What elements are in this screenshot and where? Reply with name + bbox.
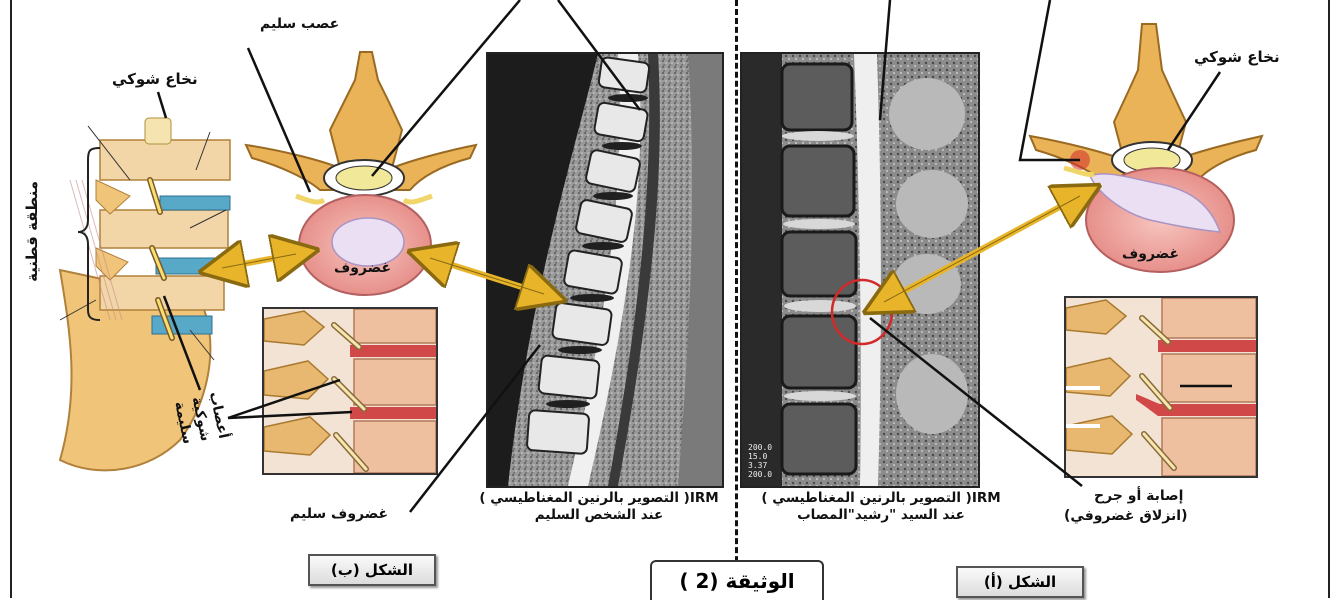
figure-a-label: الشكل (أ) bbox=[956, 566, 1084, 598]
svg-text:15.0: 15.0 bbox=[748, 452, 767, 461]
label-spinal-nerves: أعصاب شوكية سليمة bbox=[168, 383, 234, 455]
left-border bbox=[10, 0, 12, 598]
label-disc-left: غضروف bbox=[334, 260, 391, 276]
right-border bbox=[1328, 0, 1330, 598]
mri-healthy-image bbox=[486, 52, 724, 488]
svg-text:200.0: 200.0 bbox=[748, 470, 772, 479]
inset-injured-disc bbox=[1064, 296, 1258, 478]
caption-mri-healthy: IRM( التصوير بالرنين المغناطيسي ) عند ال… bbox=[456, 490, 742, 524]
label-healthy-nerve: عصب سليم bbox=[260, 16, 339, 32]
caption-mri-patient: IRM( التصوير بالرنين المغناطيسي ) عند ال… bbox=[738, 490, 1024, 524]
label-spinal-cord-left: نخاع شوكي bbox=[112, 70, 198, 88]
mri-patient-image: 200.0 15.0 3.37 200.0 bbox=[740, 52, 980, 488]
document-title: الوثيقة (2 ) bbox=[650, 560, 824, 600]
caption-mri-healthy-line1: IRM( التصوير بالرنين المغناطيسي ) bbox=[456, 490, 742, 507]
caption-mri-patient-line2: عند السيد "رشيد"المصاب bbox=[738, 507, 1024, 524]
label-injury: إصابة أو جرح bbox=[1094, 488, 1183, 504]
caption-mri-patient-line1: IRM( التصوير بالرنين المغناطيسي ) bbox=[738, 490, 1024, 507]
label-spinal-cord-right: نخاع شوكي bbox=[1194, 48, 1280, 66]
label-disc-right: غضروف bbox=[1122, 246, 1179, 262]
caption-mri-healthy-line2: عند الشخص السليم bbox=[456, 507, 742, 524]
svg-text:3.37: 3.37 bbox=[748, 461, 767, 470]
vertebra-cross-section-healthy bbox=[246, 52, 476, 295]
inset-healthy-nerves bbox=[262, 307, 438, 475]
svg-text:200.0: 200.0 bbox=[748, 443, 772, 452]
figure-b-label: الشكل (ب) bbox=[308, 554, 436, 586]
label-disc-herniation: (انزلاق غضروفي) bbox=[1064, 508, 1187, 524]
label-lumbar-region: منطقة قطنية bbox=[23, 181, 41, 281]
label-healthy-disc: غضروف سليم bbox=[290, 506, 388, 522]
